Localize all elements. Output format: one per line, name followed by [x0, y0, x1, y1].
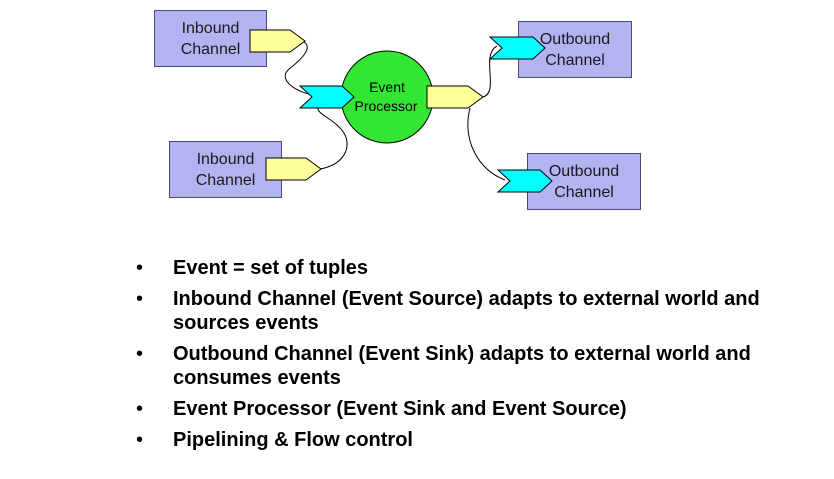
- bullet-item: Event Processor (Event Sink and Event So…: [136, 397, 816, 421]
- bullet-item: Pipelining & Flow control: [136, 428, 816, 452]
- outbound-2-sink-connector: [496, 169, 553, 193]
- bullet-item: Outbound Channel (Event Sink) adapts to …: [136, 342, 816, 390]
- outbound-1-sink-connector: [488, 36, 546, 60]
- inbound-1-source-connector: [249, 29, 306, 53]
- inbound-1-to-processor-curve: [284, 39, 319, 97]
- bullet-item: Inbound Channel (Event Source) adapts to…: [136, 287, 816, 335]
- outbound-channel-2-line-2: Channel: [554, 183, 614, 201]
- bullet-list: Event = set of tuples Inbound Channel (E…: [136, 256, 816, 459]
- inbound-channel-1-line-2: Channel: [180, 40, 241, 58]
- diagram-connections: Event Processor: [249, 29, 553, 193]
- outbound-channel-box-2: Outbound Channel: [527, 153, 641, 210]
- processor-to-outbound-1-curve: [482, 45, 498, 98]
- processor-source-connector: [426, 85, 484, 109]
- bullet-item: Event = set of tuples: [136, 256, 816, 280]
- inbound-2-source-connector: [265, 157, 322, 181]
- outbound-channel-1-line-1: Outbound: [539, 30, 611, 48]
- event-processor-label-line-2: Processor: [354, 98, 417, 114]
- inbound-2-to-processor-curve: [317, 103, 348, 170]
- inbound-channel-1-line-1: Inbound: [181, 19, 240, 37]
- event-flow-diagram: Inbound Channel Inbound Channel Outbound…: [154, 10, 641, 210]
- processor-to-outbound-2-curve: [467, 107, 506, 181]
- inbound-channel-box-1: Inbound Channel: [154, 10, 267, 67]
- outbound-channel-1-line-2: Channel: [545, 51, 605, 69]
- processor-sink-connector: [298, 85, 355, 109]
- outbound-channel-box-1: Outbound Channel: [518, 21, 632, 78]
- event-processor-label-line-1: Event: [369, 79, 405, 95]
- event-processor-circle: [340, 50, 434, 144]
- outbound-channel-2-line-1: Outbound: [548, 162, 620, 180]
- inbound-channel-2-line-1: Inbound: [196, 150, 255, 168]
- inbound-channel-2-line-2: Channel: [195, 171, 256, 189]
